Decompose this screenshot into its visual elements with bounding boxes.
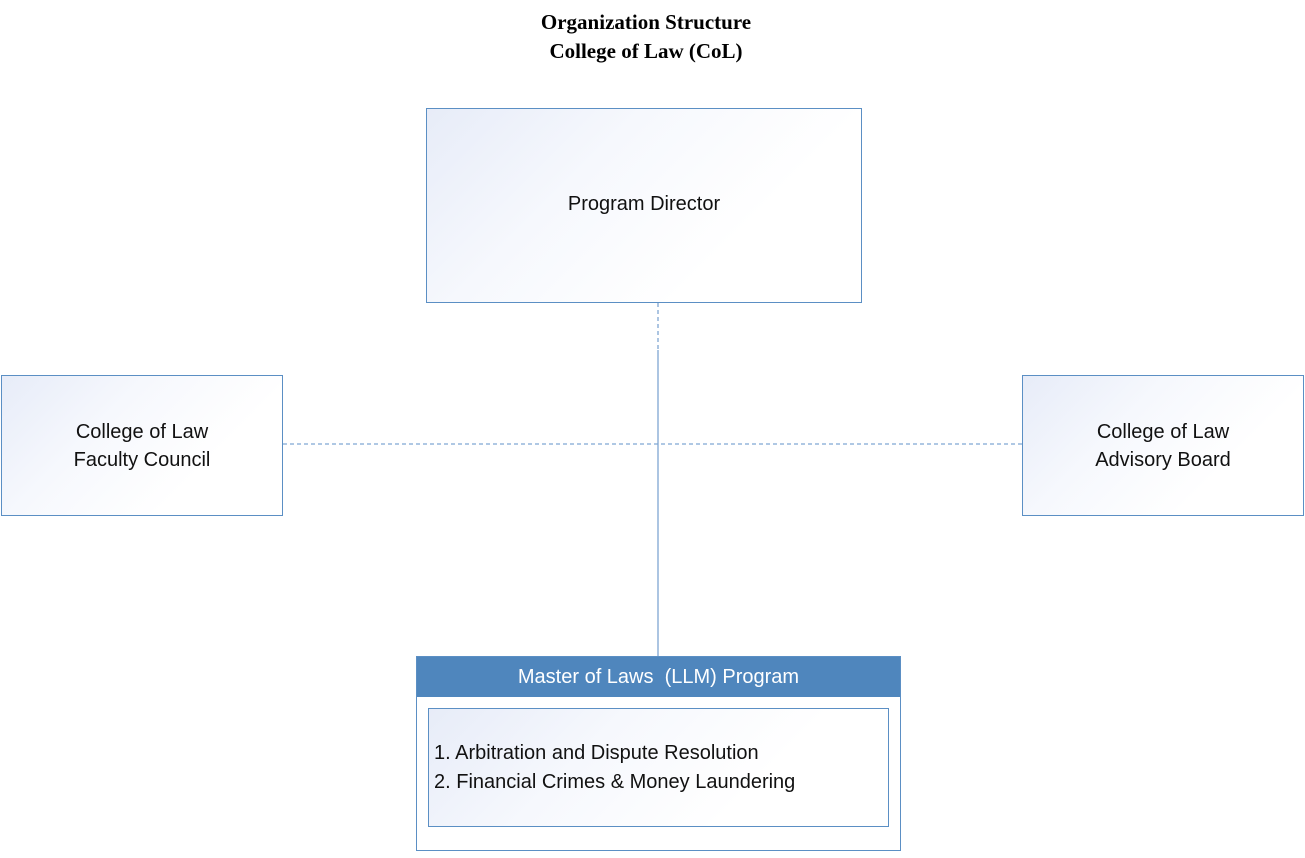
advisory-board-box: College of Law Advisory Board (1022, 375, 1304, 516)
faculty-council-label-line-1: College of Law (75, 420, 209, 443)
advisory-board-label-line-1: College of Law (1096, 420, 1230, 443)
title-line-2: College of Law (CoL) (549, 39, 743, 63)
faculty-council-label-line-2: Faculty Council (73, 448, 211, 471)
llm-program-list: 1. Arbitration and Dispute Resolution 2.… (428, 708, 889, 827)
program-director-box: Program Director (426, 108, 862, 303)
program-item-arbitration: 1. Arbitration and Dispute Resolution (434, 742, 759, 764)
advisory-board-label-line-2: Advisory Board (1095, 448, 1231, 471)
title-line-1: Organization Structure (540, 10, 752, 34)
faculty-council-box: College of Law Faculty Council (1, 375, 283, 516)
program-director-label: Program Director (567, 192, 721, 215)
llm-program-header: Master of Laws (LLM) Program (417, 657, 900, 697)
diagram-title: Organization Structure College of Law (C… (0, 8, 1292, 66)
llm-program-box: Master of Laws (LLM) Program 1. Arbitrat… (416, 656, 901, 851)
program-item-financial-crimes: 2. Financial Crimes & Money Laundering (434, 771, 796, 793)
